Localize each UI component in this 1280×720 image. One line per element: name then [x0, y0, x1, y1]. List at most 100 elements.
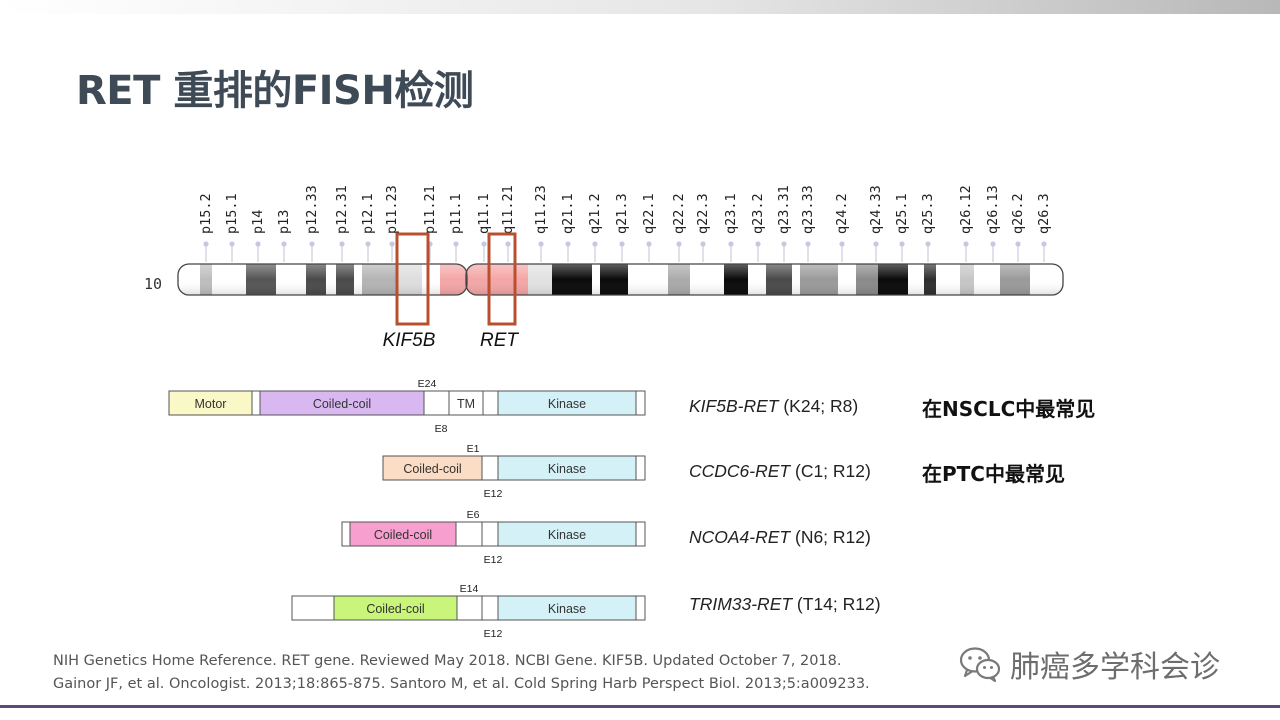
- protein-domain: [497, 595, 637, 621]
- band-label: q22.3: [695, 193, 711, 234]
- band-tick-dot: [990, 241, 996, 247]
- band-tick-dot: [203, 241, 209, 247]
- protein-domain: [497, 390, 637, 416]
- domain-label: Kinase: [548, 397, 586, 411]
- domain-label: Coiled-coil: [403, 462, 461, 476]
- band-tick-dot: [365, 241, 371, 247]
- band-label: q25.1: [894, 193, 910, 234]
- band-tick-dot: [805, 241, 811, 247]
- band-label: p14: [250, 210, 266, 234]
- band-tick-dot: [309, 241, 315, 247]
- protein-domain: [423, 390, 450, 416]
- band-label: q21.3: [614, 193, 630, 234]
- band-label: q25.3: [920, 193, 936, 234]
- protein-domain: [291, 595, 335, 621]
- band-tick-dot: [339, 241, 345, 247]
- domain-label: Kinase: [548, 462, 586, 476]
- band-label: p15.1: [224, 193, 240, 234]
- exon-bottom-label: E12: [484, 488, 503, 500]
- exon-top-label: E24: [418, 378, 437, 390]
- band-tick-dot: [676, 241, 682, 247]
- gene-label: RET: [480, 330, 519, 351]
- band-tick-dot: [255, 241, 261, 247]
- fusion-label: CCDC6-RET (C1; R12): [689, 461, 871, 481]
- band-tick-dot: [505, 241, 511, 247]
- fusion-name: CCDC6-RET: [689, 461, 791, 481]
- gene-label: KIF5B: [383, 330, 436, 351]
- fusion-label: NCOA4-RET (N6; R12): [689, 527, 871, 547]
- q-arm-outline: [465, 263, 1064, 296]
- fusion-detail: (N6; R12): [790, 527, 871, 547]
- domain-label: Coiled-coil: [313, 397, 371, 411]
- exon-bottom-label: E12: [484, 554, 503, 566]
- protein-domain: [481, 521, 499, 547]
- domain-label: Coiled-coil: [374, 528, 432, 542]
- top-gradient-bar: [0, 0, 1280, 14]
- fusion-note: 在NSCLC中最常见: [922, 397, 1095, 421]
- band-label: q26.2: [1010, 193, 1026, 234]
- exon-bottom-label: E8: [435, 423, 448, 435]
- band-tick-dot: [700, 241, 706, 247]
- band-label: q11.21: [500, 185, 516, 234]
- fusion-label: KIF5B-RET (K24; R8): [689, 396, 858, 416]
- fusion-detail: (C1; R12): [790, 461, 871, 481]
- wechat-icon: [959, 647, 1001, 683]
- band-label: p12.33: [304, 185, 320, 234]
- protein-domain: [455, 521, 483, 547]
- domain-label: TM: [457, 397, 475, 411]
- band-tick-dot: [389, 241, 395, 247]
- band-label: q23.2: [750, 193, 766, 234]
- band-tick-dot: [281, 241, 287, 247]
- domain-label: Coiled-coil: [366, 602, 424, 616]
- band-tick-dot: [839, 241, 845, 247]
- band-tick-dot: [592, 241, 598, 247]
- protein-domain: [341, 521, 351, 547]
- brand-watermark: 肺癌多学科会诊: [958, 644, 1220, 685]
- reference-line-2: Gainor JF, et al. Oncologist. 2013;18:86…: [53, 676, 870, 692]
- protein-domain: [382, 455, 483, 481]
- band-tick-dot: [728, 241, 734, 247]
- band-label: p11.23: [384, 185, 400, 234]
- band-label: q23.31: [776, 185, 792, 234]
- fusion-note: 在PTC中最常见: [922, 462, 1065, 486]
- band-label: q21.1: [560, 193, 576, 234]
- band-label: q21.2: [587, 193, 603, 234]
- protein-domain: [349, 521, 457, 547]
- band-label: p15.2: [198, 193, 214, 234]
- bottom-divider: [0, 705, 1280, 708]
- band-tick-dot: [453, 241, 459, 247]
- band-label: p12.31: [334, 185, 350, 234]
- protein-domain: [635, 455, 646, 481]
- band-tick-dot: [873, 241, 879, 247]
- protein-domain: [635, 521, 646, 547]
- domain-label: Kinase: [548, 602, 586, 616]
- protein-domain: [333, 595, 458, 621]
- exon-bottom-label: E12: [484, 628, 503, 640]
- exon-top-label: E14: [460, 583, 479, 595]
- fusion-name: NCOA4-RET: [689, 527, 791, 547]
- kif5b-highlight-box: [395, 232, 430, 326]
- band-label: q22.2: [671, 193, 687, 234]
- band-tick-dot: [646, 241, 652, 247]
- band-tick-dot: [899, 241, 905, 247]
- band-label: p11.1: [448, 193, 464, 234]
- chromosome-number: 10: [144, 275, 162, 293]
- ret-highlight-box: [487, 232, 517, 326]
- fusion-name: KIF5B-RET: [689, 396, 780, 416]
- band-label: p12.1: [360, 193, 376, 234]
- fusion-label: TRIM33-RET (T14; R12): [689, 594, 881, 614]
- band-tick-dot: [755, 241, 761, 247]
- protein-domain: [456, 595, 483, 621]
- band-label: q24.33: [868, 185, 884, 234]
- band-tick-dot: [229, 241, 235, 247]
- band-tick-dot: [925, 241, 931, 247]
- protein-domain: [481, 595, 499, 621]
- fusion-detail: (T14; R12): [792, 594, 881, 614]
- protein-domain: [635, 595, 646, 621]
